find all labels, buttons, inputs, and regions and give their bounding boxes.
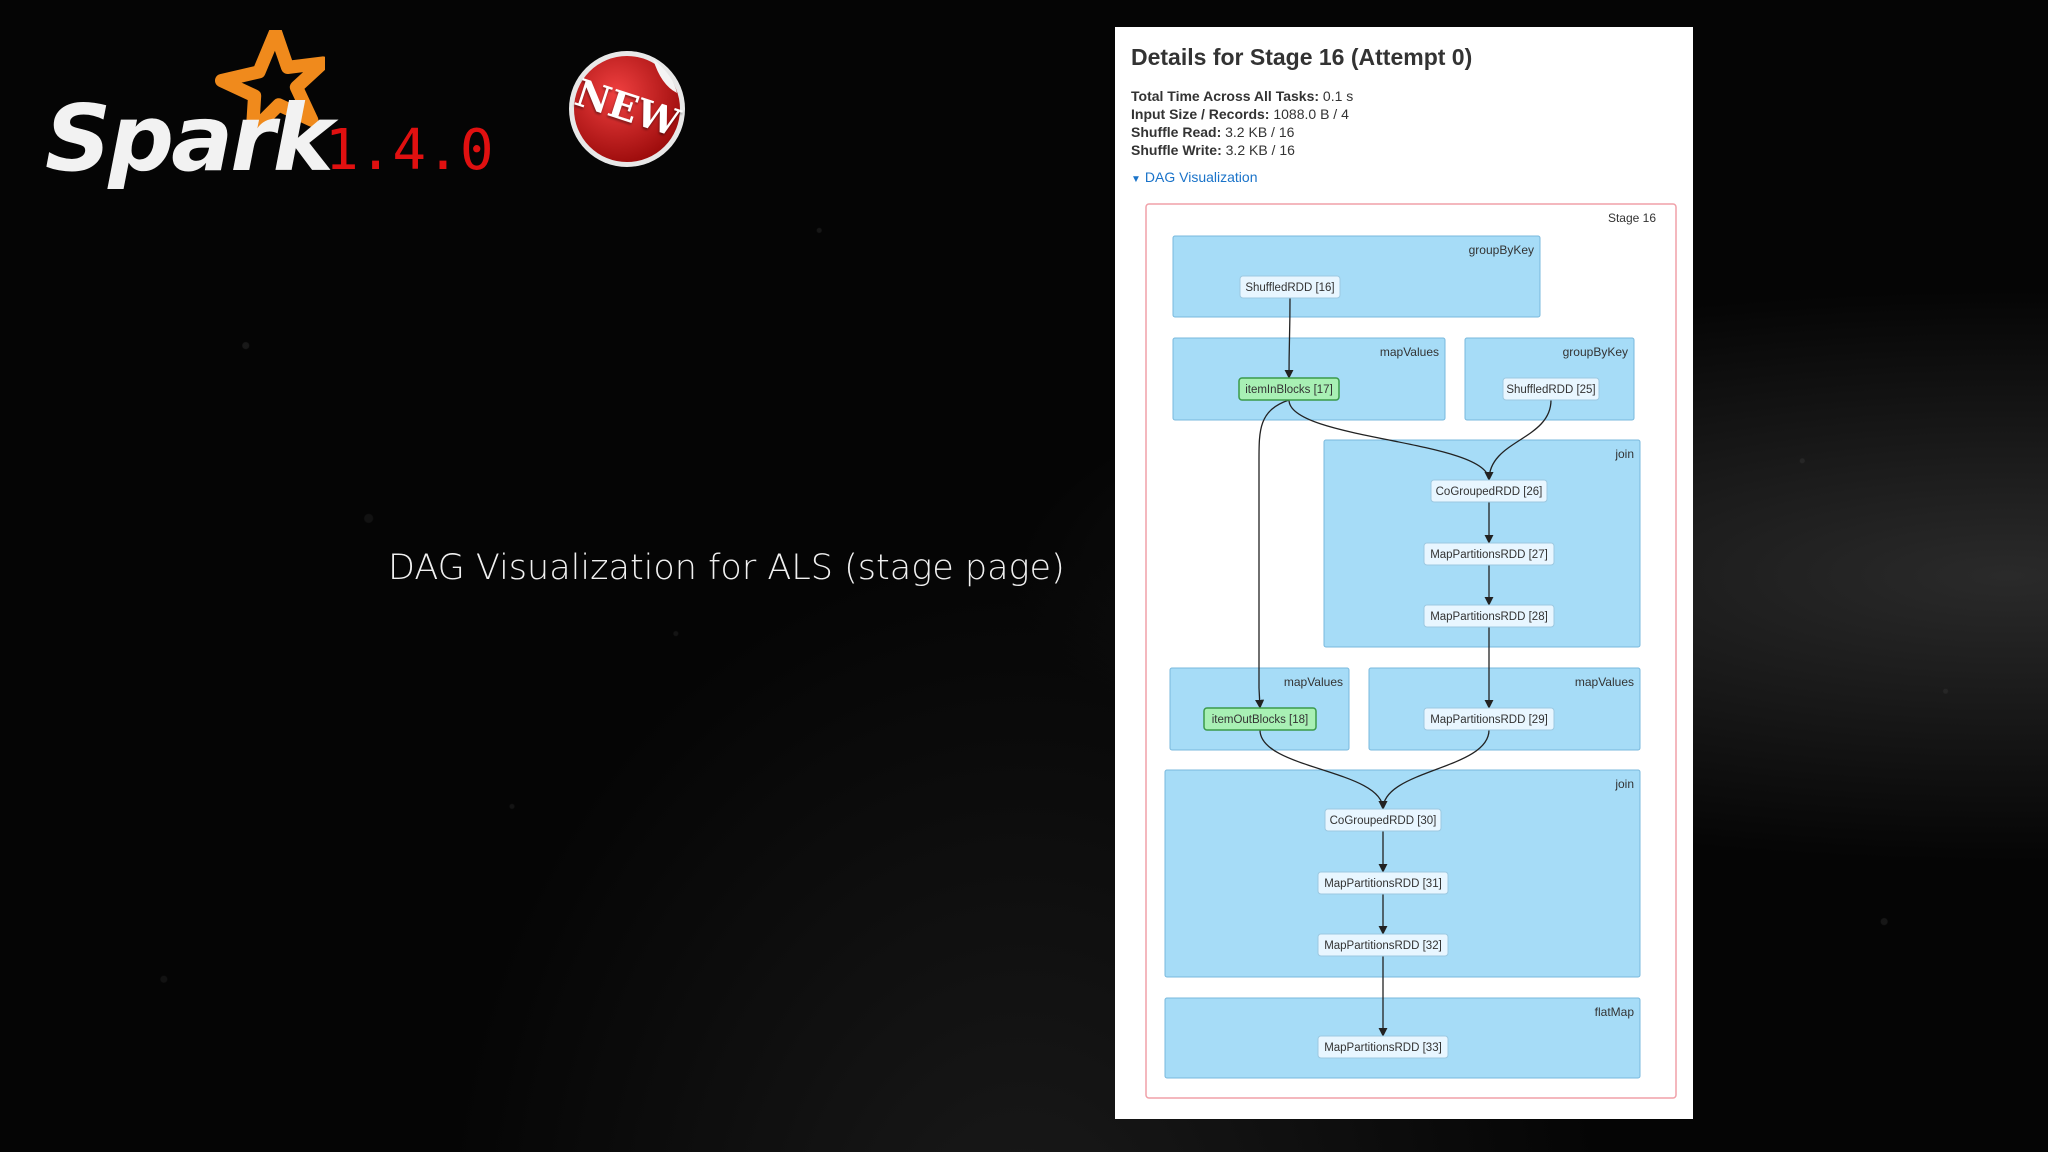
rdd-node-label: MapPartitionsRDD [33]: [1324, 1042, 1442, 1054]
version-number: 1.4.0: [325, 118, 494, 183]
rdd-node: [1317, 871, 1449, 895]
rdd-node-label: MapPartitionsRDD [27]: [1430, 549, 1548, 561]
stage-label: Stage 16: [1608, 211, 1656, 225]
rdd-node: [1239, 275, 1341, 299]
rdd-node: [1423, 542, 1555, 566]
edge-n29-n30: [1378, 729, 1490, 810]
rdd-node: [1423, 707, 1555, 731]
rdd-node-label: MapPartitionsRDD [28]: [1430, 611, 1548, 623]
rdd-node: [1430, 479, 1548, 503]
cluster-label: flatMap: [1595, 1005, 1635, 1019]
cluster-label: mapValues: [1575, 675, 1634, 689]
stage-summary: Total Time Across All Tasks: 0.1 s Input…: [1131, 87, 1353, 159]
rdd-node-label: MapPartitionsRDD [31]: [1324, 878, 1442, 890]
summary-shuffle-write: Shuffle Write: 3.2 KB / 16: [1131, 142, 1295, 158]
rdd-node: [1238, 377, 1340, 401]
summary-input-size: Input Size / Records: 1088.0 B / 4: [1131, 106, 1349, 122]
rdd-node-label: MapPartitionsRDD [29]: [1430, 714, 1548, 726]
rdd-node-label: ShuffledRDD [25]: [1506, 384, 1595, 396]
edge-n17-n18: [1255, 399, 1290, 709]
summary-shuffle-read: Shuffle Read: 3.2 KB / 16: [1131, 124, 1295, 140]
edge-n25-n26: [1484, 399, 1552, 481]
rdd-node-label: itemOutBlocks [18]: [1212, 714, 1309, 726]
rdd-node-label: CoGroupedRDD [30]: [1330, 815, 1437, 827]
dag-graph: Stage 16 groupByKey mapValues groupByKey joi…: [1145, 203, 1677, 1099]
slide-caption: DAG Visualization for ALS (stage page): [388, 548, 1065, 588]
cluster-label: join: [1614, 777, 1634, 791]
rdd-node: [1502, 377, 1600, 401]
spark-logo: Spark: [40, 30, 340, 192]
rdd-node: [1423, 604, 1555, 628]
page-title: Details for Stage 16 (Attempt 0): [1131, 44, 1473, 70]
rdd-node: [1324, 808, 1442, 832]
rdd-node: [1203, 707, 1317, 731]
dag-visualization-toggle[interactable]: ▼DAG Visualization: [1131, 169, 1258, 185]
spark-star-icon: [215, 30, 325, 138]
spark-wordmark: Spark: [45, 85, 334, 192]
stage-details-panel: Details for Stage 16 (Attempt 0) Total T…: [1115, 27, 1693, 1119]
rdd-node-label: MapPartitionsRDD [32]: [1324, 940, 1442, 952]
rdd-node-label: CoGroupedRDD [26]: [1436, 486, 1543, 498]
caret-down-icon: ▼: [1131, 174, 1141, 185]
edge-n17-n26: [1288, 399, 1494, 481]
new-badge-icon: [569, 51, 685, 167]
cluster-label: groupByKey: [1469, 243, 1534, 257]
cluster-label: mapValues: [1380, 345, 1439, 359]
rdd-node: [1317, 933, 1449, 957]
rdd-node-label: ShuffledRDD [16]: [1245, 282, 1334, 294]
new-badge: NEW: [565, 45, 690, 170]
cluster-label: groupByKey: [1563, 345, 1628, 359]
cluster-label: join: [1614, 447, 1634, 461]
edge-n18-n30: [1259, 729, 1388, 810]
summary-total-time: Total Time Across All Tasks: 0.1 s: [1131, 88, 1354, 104]
edge-n16-n17: [1284, 297, 1294, 379]
cluster-label: mapValues: [1284, 675, 1343, 689]
rdd-node: [1317, 1035, 1449, 1059]
rdd-node-label: itemInBlocks [17]: [1245, 384, 1333, 396]
